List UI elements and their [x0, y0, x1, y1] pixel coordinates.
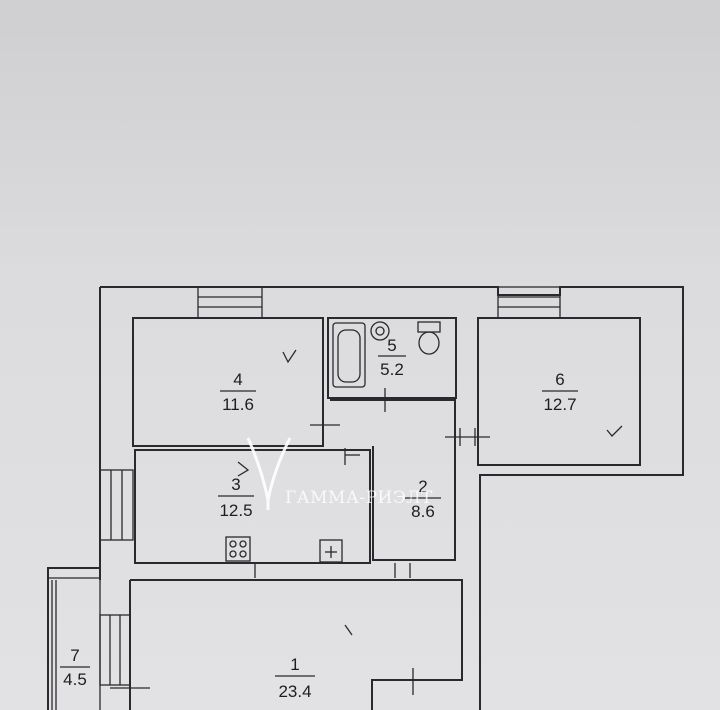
sink-icon [370, 321, 390, 341]
room-3-area: 12.5 [219, 501, 252, 520]
window-room-3 [99, 469, 134, 541]
room-4-number: 4 [233, 370, 242, 389]
stove-icon [225, 536, 251, 562]
room-5-label: 5 5.2 [378, 336, 406, 379]
room-5-area: 5.2 [380, 360, 404, 379]
room-6-area: 12.7 [543, 395, 576, 414]
window-wall-segment-kitchen [254, 563, 411, 578]
window-room-6 [497, 286, 561, 319]
window-room-1 [99, 614, 131, 686]
room-6-number: 6 [555, 370, 564, 389]
toilet-icon [417, 321, 441, 355]
room-7-number: 7 [70, 646, 79, 665]
room-1-number: 1 [290, 655, 299, 674]
room-2-outline [330, 399, 456, 561]
door-room-3 [344, 448, 360, 465]
door-room-4 [310, 412, 340, 440]
room-4-outline [132, 317, 324, 447]
watermark-logo-icon [246, 437, 292, 501]
pencil-mark [237, 461, 250, 477]
window-room-4 [197, 286, 263, 319]
pencil-mark [344, 624, 353, 636]
room-4-area: 11.6 [222, 395, 254, 414]
room-3-number: 3 [231, 475, 240, 494]
bathtub-icon [332, 322, 366, 388]
door-room-6 [445, 428, 490, 446]
kitchen-sink-icon [319, 539, 343, 563]
room-2-number: 2 [418, 477, 427, 496]
room-2-area: 8.6 [411, 502, 435, 521]
room-5-number: 5 [387, 336, 396, 355]
room-5-outline [327, 317, 457, 399]
room-2-label: 2 8.6 [405, 477, 441, 521]
room-7-area: 4.5 [63, 670, 87, 689]
room-1-area: 23.4 [278, 682, 311, 701]
window-balcony [51, 580, 57, 710]
room-6-label: 6 12.7 [542, 370, 578, 414]
room-1-label: 1 23.4 [275, 655, 315, 701]
watermark-text: ГАММА-РИЭЛТ [285, 488, 433, 508]
door-room-1 [110, 668, 430, 695]
pencil-mark [282, 349, 297, 364]
room-7-label: 7 4.5 [60, 646, 90, 689]
watermark: ГАММА-РИЭЛТ [246, 437, 433, 510]
pencil-mark [606, 425, 623, 437]
room-3-label: 3 12.5 [218, 475, 254, 520]
room-4-label: 4 11.6 [220, 370, 256, 414]
